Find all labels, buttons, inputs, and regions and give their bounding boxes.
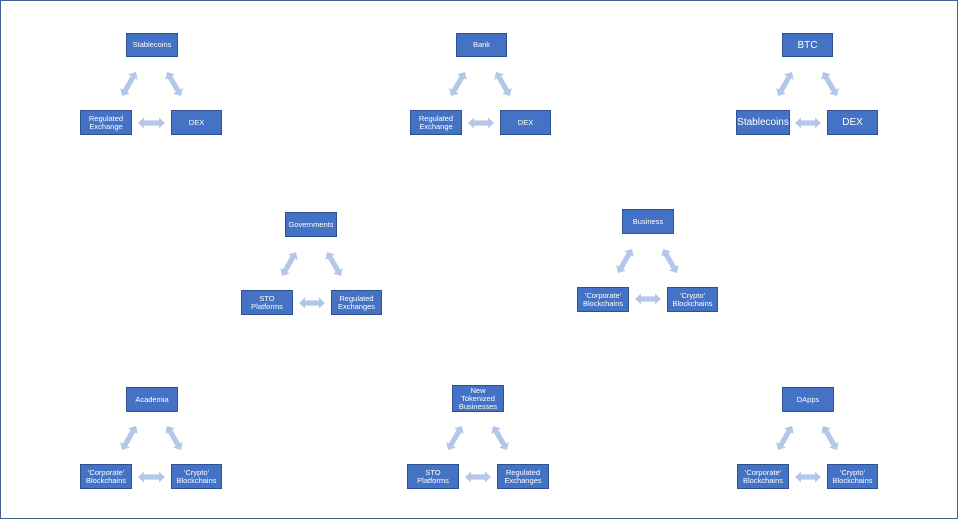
- triangle-6-top-node: Academia: [126, 387, 178, 412]
- triangle-8-left-node: 'Corporate' Blockchains: [737, 464, 789, 489]
- triangle-7-bottom-arrow: [465, 471, 491, 483]
- triangle-7-right-arrow: [491, 426, 509, 450]
- triangle-4-right-node: Regulated Exchanges: [331, 290, 382, 315]
- triangle-2-left-node: Regulated Exchange: [410, 110, 462, 135]
- triangle-1-right-arrow: [165, 72, 183, 96]
- triangle-3-top-node: BTC: [782, 33, 833, 57]
- triangle-5-left-arrow: [616, 249, 634, 273]
- triangle-4-bottom-arrow: [299, 297, 325, 309]
- triangle-8-left-arrow: [776, 426, 794, 450]
- triangle-5-left-node: 'Corporate' Blockchains: [577, 287, 629, 312]
- triangle-2-top-node: Bank: [456, 33, 507, 57]
- triangle-4-left-node: STO Platforms: [241, 290, 293, 315]
- triangle-5-right-node: 'Crypto' Blockchains: [667, 287, 718, 312]
- triangle-3-left-node: Stablecoins: [736, 110, 790, 135]
- triangle-8-bottom-arrow: [795, 471, 821, 483]
- triangle-4-right-arrow: [325, 252, 343, 276]
- triangle-2-right-node: DEX: [500, 110, 551, 135]
- triangle-8-top-node: DApps: [782, 387, 834, 412]
- triangle-8-right-arrow: [821, 426, 839, 450]
- triangle-2-bottom-arrow: [468, 117, 494, 129]
- triangle-6-bottom-arrow: [138, 471, 165, 483]
- triangle-4-left-arrow: [280, 252, 298, 276]
- triangle-3-bottom-arrow: [795, 117, 821, 129]
- triangle-7-left-arrow: [446, 426, 464, 450]
- triangle-3-left-arrow: [776, 72, 794, 96]
- triangle-5-bottom-arrow: [635, 293, 661, 305]
- triangle-5-top-node: Business: [622, 209, 674, 234]
- triangle-4-top-node: Governments: [285, 212, 337, 237]
- triangle-1-right-node: DEX: [171, 110, 222, 135]
- triangle-6-right-arrow: [165, 426, 183, 450]
- triangle-1-left-arrow: [120, 72, 138, 96]
- triangle-1-left-node: Regulated Exchange: [80, 110, 132, 135]
- triangle-7-left-node: STO Platforms: [407, 464, 459, 489]
- triangle-7-top-node: New Tokenized Businesses: [452, 385, 504, 412]
- triangle-3-right-arrow: [821, 72, 839, 96]
- triangle-6-left-arrow: [120, 426, 138, 450]
- triangle-2-right-arrow: [494, 72, 512, 96]
- triangle-3-right-node: DEX: [827, 110, 878, 135]
- triangle-2-left-arrow: [449, 72, 467, 96]
- triangle-6-right-node: 'Crypto' Blockchains: [171, 464, 222, 489]
- triangle-1-bottom-arrow: [138, 117, 165, 129]
- triangle-7-right-node: Regulated Exchanges: [497, 464, 549, 489]
- triangle-6-left-node: 'Corporate' Blockchains: [80, 464, 132, 489]
- triangle-1-top-node: Stablecoins: [126, 33, 178, 57]
- triangle-5-right-arrow: [661, 249, 679, 273]
- triangle-8-right-node: 'Crypto' Blockchains: [827, 464, 878, 489]
